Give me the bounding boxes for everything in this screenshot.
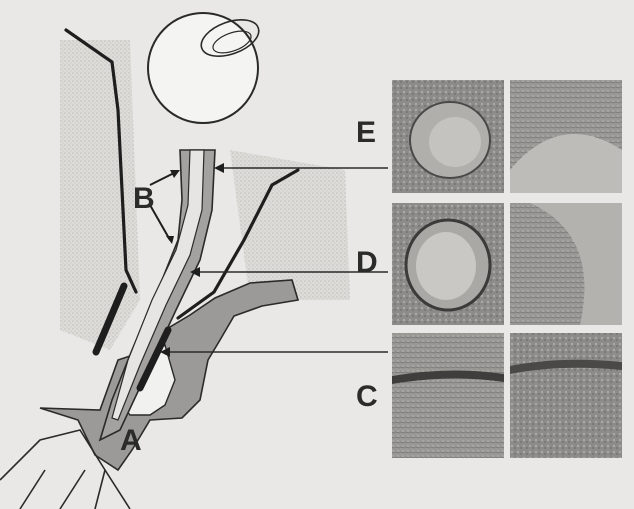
label-c: C [356,380,378,413]
b-arrowhead-2 [166,236,174,244]
micrograph-d-left-core [416,232,476,300]
arrowhead-e [214,163,224,173]
stippled-tissue-left [60,40,140,350]
label-b: B [133,182,155,215]
micrograph-c-left [392,333,504,458]
micrograph-e-left-core [429,117,481,167]
fiber-bulb [148,13,258,123]
micrograph-c-right [510,333,622,458]
stippled-tissue-right [230,150,350,300]
label-a: A [120,424,142,457]
label-d: D [356,246,378,279]
label-e: E [356,116,376,149]
micrograph-grid [392,80,622,458]
